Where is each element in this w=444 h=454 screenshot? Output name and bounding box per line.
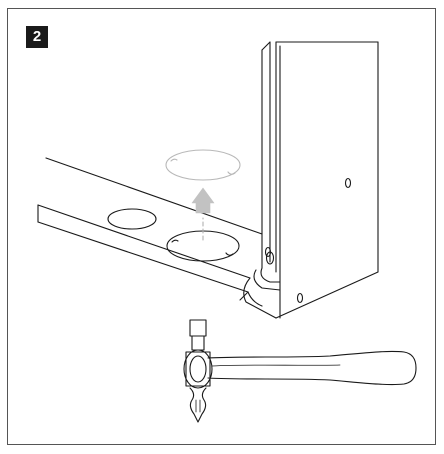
hammer-icon: [183, 319, 417, 423]
step-number-badge: 2: [26, 26, 48, 48]
cabinet-box: [261, 41, 379, 319]
up-arrow-icon: [191, 187, 215, 241]
base-plate: [37, 157, 281, 319]
illustration-frame: [7, 8, 436, 445]
knockout-holes: [107, 208, 240, 262]
knockout-disc-icon: [165, 149, 241, 181]
